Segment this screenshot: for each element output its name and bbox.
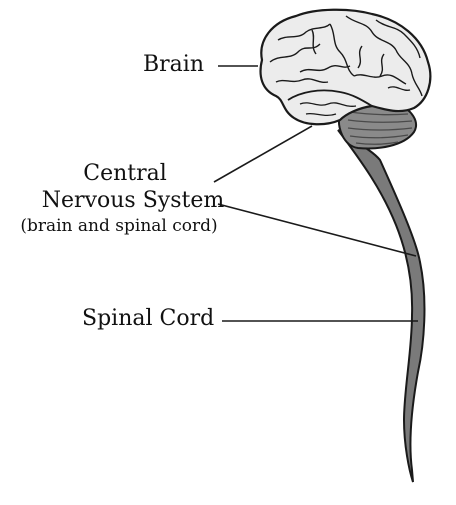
cns-leader-line-brain xyxy=(213,125,313,183)
cns-label-line-1: Central xyxy=(83,161,167,186)
spinal-cord-shape xyxy=(337,129,426,483)
brain-label: Brain xyxy=(143,52,205,77)
cerebellum-shape xyxy=(338,101,417,150)
cns-label-subtitle: (brain and spinal cord) xyxy=(20,216,218,236)
brain-shape xyxy=(259,8,432,126)
cns-label-line-2: Nervous System xyxy=(41,188,225,213)
central-nervous-system-label: Central Nervous System (brain and spinal… xyxy=(8,160,230,238)
spinal-cord-label: Spinal Cord xyxy=(82,306,215,331)
cns-leader-line-spinal xyxy=(217,203,417,257)
